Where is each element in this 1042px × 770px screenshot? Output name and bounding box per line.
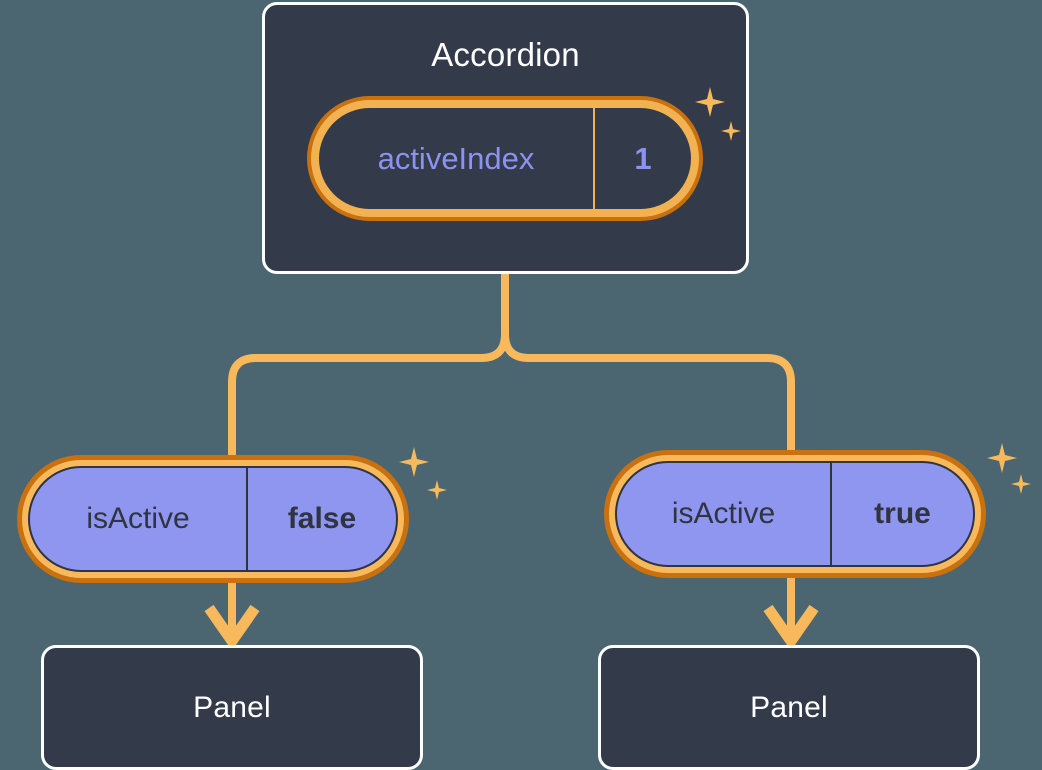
pill-outer-ring: isActive false (17, 455, 409, 583)
panel-node-right[interactable]: Panel (598, 645, 980, 770)
pill-body: isActive false (28, 466, 398, 572)
pill-outer-ring: activeIndex 1 (307, 96, 703, 221)
arrow-head-right-icon (763, 604, 819, 651)
pill-inner-ring: isActive false (22, 460, 404, 578)
prop-pill-value: false (287, 502, 357, 535)
sparkle-icon (427, 480, 447, 500)
accordion-node-label: Accordion (431, 36, 580, 73)
connector-root-to-right (501, 274, 795, 458)
pill-body: activeIndex 1 (319, 108, 691, 209)
connector-root-to-left (228, 274, 509, 462)
prop-pill-key: isActive (30, 468, 248, 570)
panel-node-label: Panel (750, 690, 828, 724)
arrow-head-left-icon (204, 604, 260, 651)
state-pill-active-index[interactable]: activeIndex 1 (307, 96, 703, 221)
sparkle-icon (1011, 474, 1031, 494)
pill-inner-ring: activeIndex 1 (311, 100, 699, 217)
pill-inner-ring: isActive true (609, 455, 981, 573)
prop-pill-is-active-true[interactable]: isActive true (604, 450, 986, 578)
prop-pill-key: isActive (617, 463, 832, 565)
panel-node-left[interactable]: Panel (41, 645, 423, 770)
prop-pill-is-active-false[interactable]: isActive false (17, 455, 409, 583)
state-pill-value: 1 (634, 140, 652, 176)
panel-node-label: Panel (193, 690, 271, 724)
pill-body: isActive true (615, 461, 975, 567)
state-pill-key: activeIndex (319, 108, 595, 209)
sparkle-icon (987, 443, 1017, 473)
sparkle-icon (399, 447, 429, 477)
pill-outer-ring: isActive true (604, 450, 986, 578)
prop-pill-value: true (874, 497, 931, 530)
